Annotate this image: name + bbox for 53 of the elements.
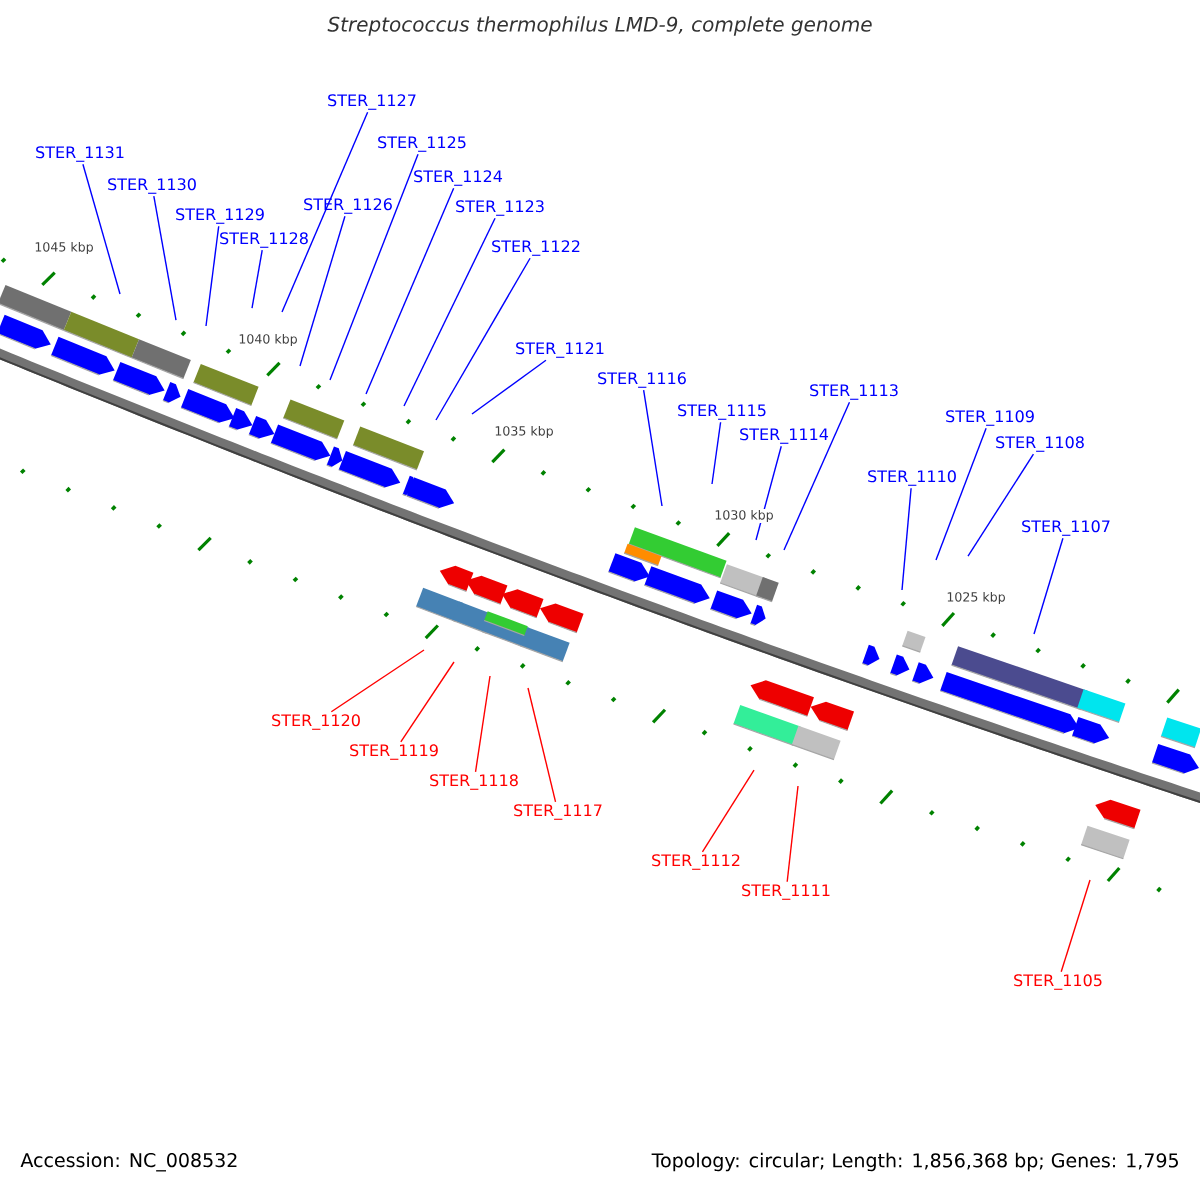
leader-line — [205, 225, 220, 327]
leader-line — [1060, 879, 1091, 973]
gene-label: STER_1115 — [678, 404, 766, 420]
gene-label: STER_1114 — [740, 428, 829, 444]
leader-line — [251, 249, 263, 309]
leader-line — [329, 153, 419, 381]
leader-line — [471, 359, 547, 415]
leader-line — [82, 163, 121, 295]
leader-line — [1033, 537, 1064, 635]
title: Streptococcus thermophilus LMD-9, complete genome — [327, 16, 872, 36]
leader-line — [435, 257, 531, 421]
gene-label: STER_1107 — [1022, 520, 1110, 536]
gene-label: STER_1110 — [868, 470, 956, 486]
leader-line — [281, 111, 369, 313]
gene-label: STER_1124 — [414, 170, 503, 186]
gene-label: STER_1120 — [272, 714, 360, 730]
gene-label: STER_1121 — [516, 342, 604, 358]
gene-label: STER_1117 — [514, 804, 602, 820]
gene-label: STER_1119 — [350, 744, 438, 760]
leader-line — [967, 453, 1035, 557]
leader-line — [330, 649, 425, 713]
gene-label: STER_1111 — [742, 884, 830, 900]
footer-text: Accession: NC_008532 — [20, 1152, 237, 1172]
leader-line — [935, 427, 987, 561]
gene-label: STER_1105 — [1014, 974, 1102, 990]
gene-label: STER_1123 — [456, 200, 544, 216]
leader-line — [901, 487, 912, 591]
gene-label: STER_1112 — [652, 854, 740, 870]
leader-line — [365, 187, 455, 395]
leader-line — [783, 401, 851, 551]
leader-line — [527, 687, 557, 803]
leader-line — [400, 661, 455, 743]
gene-label: STER_1116 — [598, 372, 686, 388]
leader-line — [642, 389, 663, 507]
gene-label: STER_1127 — [328, 94, 416, 110]
gene-label: STER_1118 — [430, 774, 518, 790]
leader-line — [701, 769, 755, 853]
gene-label: STER_1130 — [108, 178, 196, 194]
gene-label: STER_1131 — [36, 146, 124, 162]
gene-label: STER_1122 — [492, 240, 580, 256]
gene-label: STER_1113 — [810, 384, 898, 400]
leader-line — [711, 421, 722, 485]
leader-line — [299, 215, 346, 367]
gene-label: STER_1109 — [946, 410, 1034, 426]
gene-label: STER_1129 — [176, 208, 264, 224]
gene-label: STER_1125 — [378, 136, 466, 152]
leader-line — [474, 675, 491, 773]
gene-label: STER_1128 — [220, 232, 308, 248]
leader-line — [153, 195, 177, 321]
footer-text: Topology: circular; Length: 1,856,368 bp; Genes: 1,795 — [651, 1152, 1178, 1172]
gene-label: STER_1108 — [996, 436, 1084, 452]
leader-line — [786, 785, 799, 883]
leader-line — [403, 217, 496, 407]
